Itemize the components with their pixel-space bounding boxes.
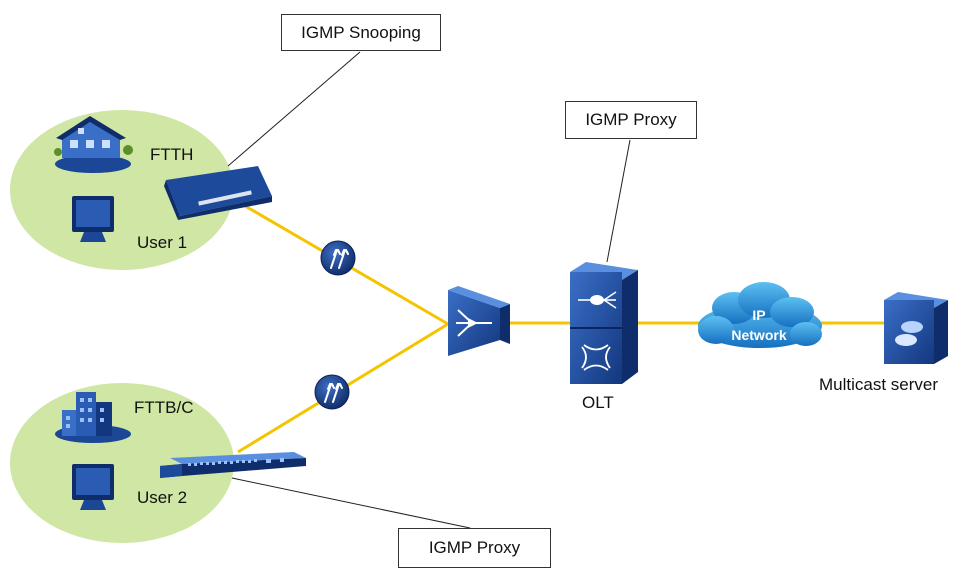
- proxy-olt-leader-line: [606, 139, 631, 263]
- fttb-label: FTTB/C: [134, 398, 194, 417]
- splitter-icon: [448, 286, 510, 356]
- igmp-proxy-olt-callout: IGMP Proxy: [565, 101, 697, 139]
- user2-label: User 2: [137, 488, 188, 507]
- house-icon: [54, 116, 133, 173]
- monitor-icon: [72, 464, 114, 510]
- olt-icon: [570, 262, 638, 384]
- server-icon: [884, 292, 948, 364]
- ont-modem-icon: [164, 166, 272, 220]
- connector-icon: [320, 240, 356, 276]
- olt-label: OLT: [582, 393, 614, 412]
- user1-label: User 1: [137, 233, 188, 252]
- switch-icon: [160, 452, 306, 478]
- cloud-label-line2: Network: [731, 327, 786, 343]
- igmp-proxy-switch-callout: IGMP Proxy: [398, 528, 551, 568]
- cloud-label-line1: IP: [752, 307, 765, 323]
- snooping-leader-line: [227, 51, 361, 167]
- cloud-icon: [698, 282, 822, 348]
- ftth-label: FTTH: [150, 145, 194, 164]
- monitor-icon: [72, 196, 114, 242]
- connector-icon: [314, 374, 350, 410]
- igmp-snooping-callout: IGMP Snooping: [281, 14, 441, 51]
- multicast-server-label: Multicast server: [819, 375, 939, 394]
- building-icon: [55, 392, 131, 443]
- proxy-switch-leader-line: [231, 477, 471, 529]
